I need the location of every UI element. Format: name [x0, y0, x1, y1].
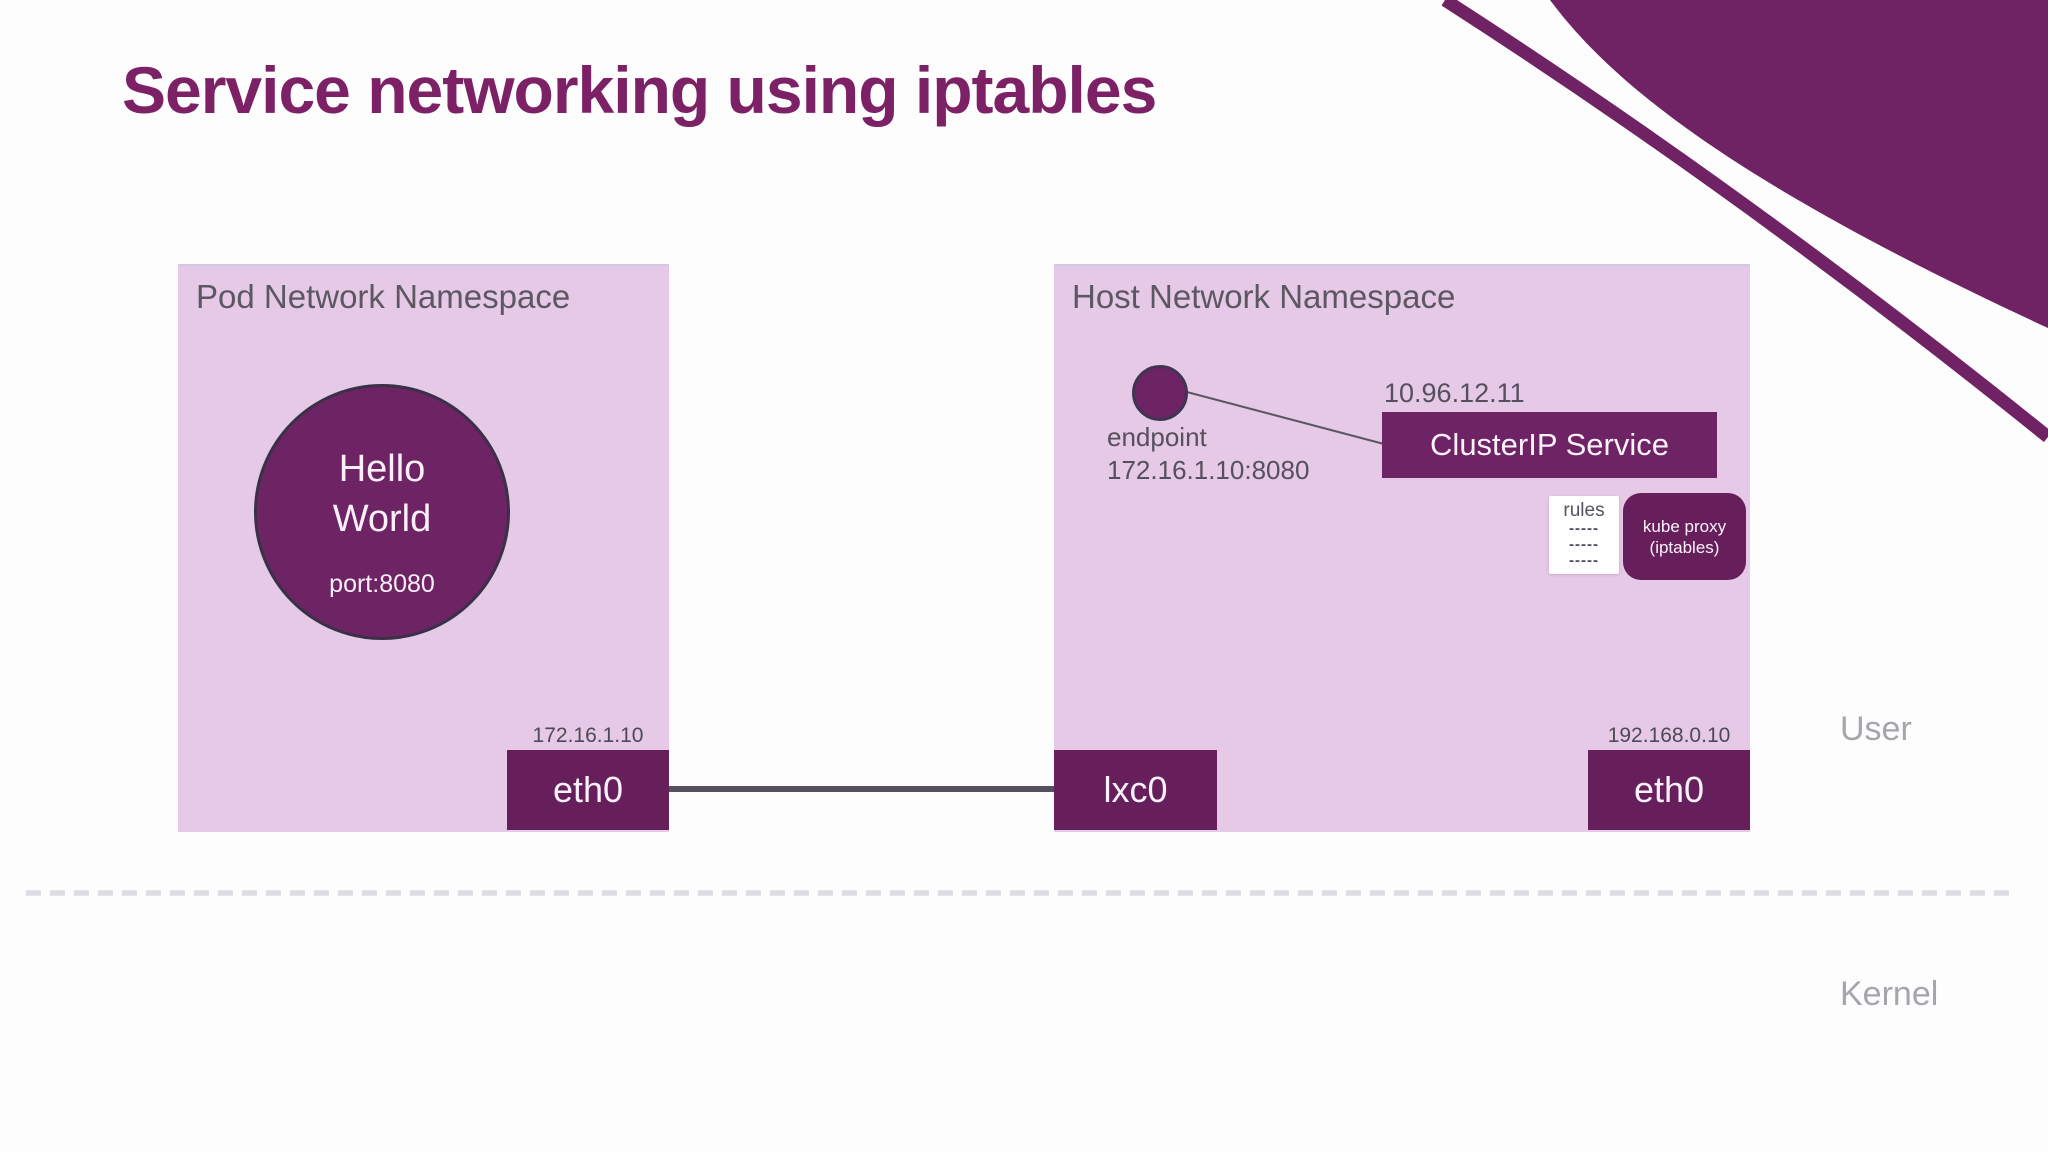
- host-lxc0-interface-box: lxc0: [1054, 750, 1217, 830]
- endpoint-label-text: endpoint: [1107, 422, 1207, 452]
- kernel-zone-label: Kernel: [1840, 975, 1939, 1013]
- endpoint-address: 172.16.1.10:8080: [1107, 455, 1310, 485]
- cluster-ip-address: 10.96.12.11: [1384, 378, 1525, 408]
- rules-line: -----: [1569, 552, 1599, 569]
- corner-swoosh-line: [1441, 0, 2048, 443]
- corner-swoosh-decoration: [1441, 0, 2048, 443]
- endpoint-to-service-line: [1182, 390, 1385, 445]
- pod-eth0-ip-label: 172.16.1.10: [532, 724, 644, 747]
- host-eth0-interface-box: eth0: [1588, 750, 1750, 830]
- host-namespace-title: Host Network Namespace: [1072, 278, 1456, 315]
- pod-circle: [254, 384, 510, 640]
- pod-eth0-interface-box: eth0: [507, 750, 669, 830]
- endpoint-dot: [1132, 365, 1188, 421]
- iptables-rules-note: rules ----- ----- -----: [1549, 496, 1619, 574]
- endpoint-label: endpoint 172.16.1.10:8080: [1107, 421, 1309, 487]
- cluster-ip-service-box: ClusterIP Service: [1382, 412, 1717, 478]
- pod-namespace-title: Pod Network Namespace: [196, 278, 571, 315]
- host-eth0-ip-label: 192.168.0.10: [1607, 724, 1731, 747]
- rules-label: rules: [1563, 500, 1605, 521]
- user-zone-label: User: [1840, 710, 1912, 748]
- pod-app-name: Hello World: [254, 444, 510, 544]
- pod-app-name-line2: World: [332, 498, 432, 540]
- kube-proxy-line2: (iptables): [1649, 537, 1720, 557]
- kube-proxy-box: kube proxy (iptables): [1623, 493, 1746, 580]
- pod-app-name-line1: Hello: [338, 448, 426, 490]
- kube-proxy-line1: kube proxy: [1642, 516, 1727, 536]
- pod-app-port: port:8080: [329, 570, 435, 598]
- slide-title: Service networking using iptables: [122, 53, 1157, 127]
- rules-line: -----: [1569, 536, 1599, 553]
- rules-line: -----: [1569, 520, 1599, 537]
- corner-swoosh-fill: [1550, 0, 2048, 328]
